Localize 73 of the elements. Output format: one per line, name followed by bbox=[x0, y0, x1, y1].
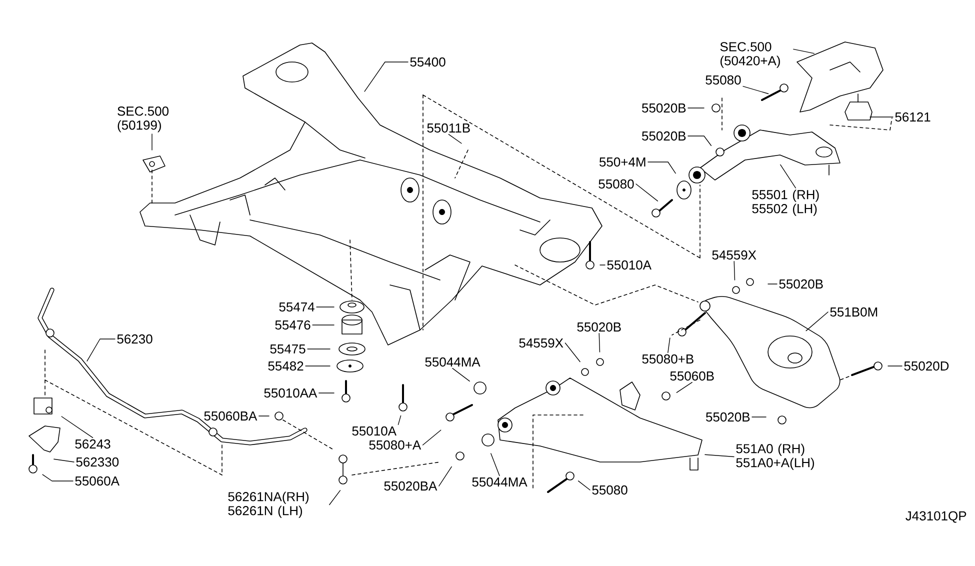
part-number: 55060A bbox=[75, 476, 120, 486]
part-number: 55020BA bbox=[384, 481, 438, 491]
part-number: 55060B bbox=[670, 371, 714, 381]
leader-line bbox=[316, 306, 334, 308]
part-number: 55010AA bbox=[264, 388, 318, 398]
leader-line bbox=[54, 458, 74, 462]
part-number: 55080 bbox=[706, 75, 741, 85]
part-number: 55476 bbox=[275, 320, 310, 330]
leader-line bbox=[448, 134, 462, 144]
part-number: 55020B bbox=[642, 131, 686, 141]
part-number: 55020B bbox=[577, 322, 621, 332]
part-number: SEC.500 (50199) bbox=[118, 106, 169, 132]
leader-line bbox=[752, 416, 766, 418]
leader-line bbox=[734, 260, 736, 280]
leader-line bbox=[806, 312, 828, 332]
part-number: 56261NA(RH) 56261N (LH) bbox=[228, 492, 309, 518]
leader-line bbox=[578, 480, 590, 490]
part-number: 55400 bbox=[410, 57, 446, 67]
part-number: 55080 bbox=[598, 179, 634, 189]
part-number: 55010A bbox=[607, 260, 652, 270]
part-number: 55482 bbox=[268, 361, 304, 371]
part-number: 55011B bbox=[427, 123, 470, 133]
leader-line bbox=[86, 338, 116, 362]
leader-line bbox=[312, 324, 334, 326]
leader-line bbox=[61, 416, 94, 438]
leader-line bbox=[398, 415, 402, 426]
leader-line bbox=[668, 338, 670, 354]
leader-line bbox=[636, 184, 658, 202]
leader-line bbox=[318, 392, 334, 394]
part-number: 55080+A bbox=[369, 440, 422, 450]
leader-line bbox=[870, 116, 894, 118]
leader-line bbox=[364, 62, 408, 92]
leader-line bbox=[780, 164, 796, 188]
part-number: 55080+B bbox=[642, 354, 694, 364]
diagram-code: J43101QP bbox=[906, 511, 966, 523]
leader-line bbox=[598, 332, 600, 352]
part-number: 54559X bbox=[519, 338, 564, 348]
part-number: 55010A bbox=[352, 426, 396, 436]
part-number: 55044MA bbox=[472, 477, 528, 487]
part-number: 56230 bbox=[117, 334, 152, 344]
leader-line bbox=[688, 136, 712, 146]
part-number: 55020D bbox=[904, 361, 949, 371]
part-number: 551B0M bbox=[830, 307, 878, 317]
part-number: 550+4M bbox=[599, 157, 646, 167]
leader-line bbox=[676, 382, 692, 393]
part-number: 55475 bbox=[270, 344, 306, 354]
leader-line bbox=[307, 348, 330, 350]
part-number: 55020B bbox=[642, 103, 686, 113]
leader-line bbox=[329, 490, 341, 506]
part-number: 55080 bbox=[592, 485, 628, 495]
part-number: 55060BA bbox=[204, 411, 258, 421]
part-number: 56243 bbox=[75, 439, 110, 449]
part-number: 54559X bbox=[712, 250, 756, 260]
leader-line bbox=[422, 430, 442, 446]
part-number: 551A0 (RH) 551A0+A(LH) bbox=[736, 444, 814, 470]
part-number: 55501 (RH) 55502 (LH) bbox=[752, 190, 819, 216]
part-number: 55020B bbox=[779, 279, 823, 289]
part-number: 55044MA bbox=[425, 357, 480, 367]
leader-line bbox=[438, 466, 452, 486]
part-number: 56121 bbox=[895, 112, 930, 122]
part-number: 562330 bbox=[76, 457, 119, 467]
leader-line bbox=[742, 86, 769, 94]
leader-line bbox=[564, 342, 580, 362]
leader-line bbox=[793, 48, 815, 54]
leader-line bbox=[490, 453, 500, 476]
leader-line bbox=[42, 474, 74, 482]
part-number: 55474 bbox=[279, 302, 314, 312]
leader-line bbox=[452, 368, 470, 382]
part-number: SEC.500 (50420+A) bbox=[720, 42, 780, 68]
part-number: 55020B bbox=[706, 412, 750, 422]
leader-line bbox=[600, 264, 606, 266]
leader-line bbox=[648, 162, 676, 174]
leader-line bbox=[704, 454, 734, 458]
